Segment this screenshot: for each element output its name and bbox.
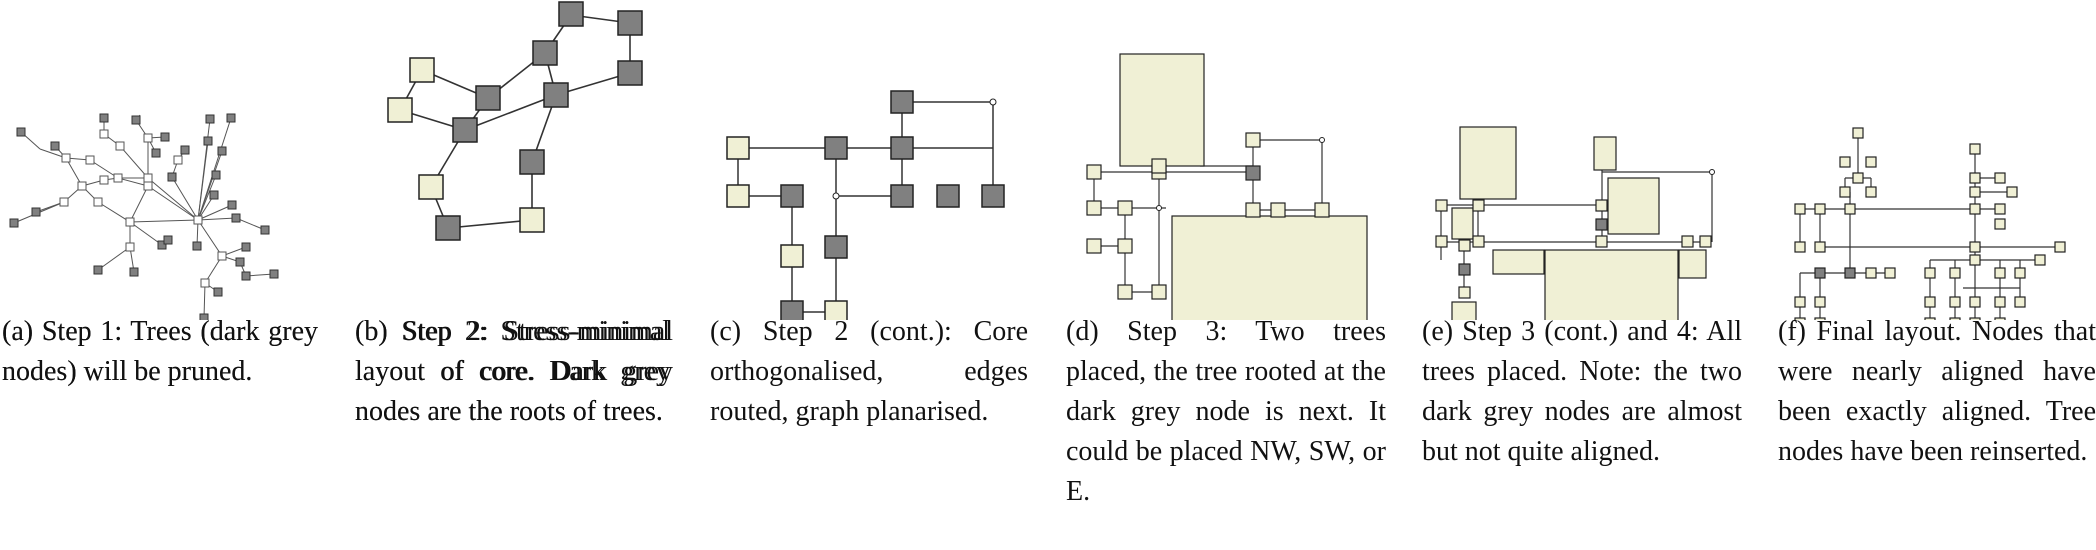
e-box-5: [1678, 249, 1707, 279]
diagram-d-dark: [1245, 165, 1261, 181]
diagram-e-graph: [1435, 126, 1715, 320]
caption-c: (c) Step 2 (cont.): Core orthogonalised,…: [710, 316, 1028, 427]
diagram-b-dark: [435, 1, 643, 241]
diagram-b-graph: [387, 1, 643, 241]
caption-f: (f) Final layout. Nodes that were nearly…: [1778, 316, 2096, 467]
e-box-2: [1607, 177, 1660, 235]
diagram-c-light: [726, 136, 848, 320]
diagram-f-graph: [1794, 127, 2066, 320]
e-box-7: [1451, 207, 1474, 240]
e-box-6: [1451, 301, 1477, 320]
figure: [9, 1, 2066, 320]
caption-d: (d) Step 3: Two trees placed, the tree r…: [1066, 316, 1386, 507]
diagram-a-dark: [9, 113, 279, 320]
diagram-c-graph: [726, 90, 1005, 320]
diagram-b-light: [387, 57, 545, 233]
e-box-3: [1492, 249, 1545, 275]
diagram-d-light: [1086, 132, 1330, 300]
caption-b: (b) Step 2: Stress-minimal layout of cor…: [355, 316, 670, 427]
e-box-1: [1459, 126, 1517, 200]
diagram-e-light: [1435, 136, 1712, 299]
diagram-f-dark: [1814, 267, 1856, 279]
diagram-e-dark: [1458, 218, 1608, 276]
diagram-a-graph: [9, 113, 279, 320]
d-big-box-top: [1119, 53, 1205, 167]
d-big-box-bottom: [1171, 215, 1368, 320]
e-box-4: [1544, 249, 1679, 320]
caption-a: (a) Step 1: Trees (dark grey nodes) will…: [2, 316, 318, 387]
diagram-f-light: [1794, 127, 2066, 320]
diagram-c-dark: [780, 90, 1005, 320]
diagram-d-graph: [1086, 53, 1368, 320]
caption-b: (b) Step 2: Stress-minimal layout of cor…: [355, 316, 673, 427]
caption-e: (e) Step 3 (cont.) and 4: All trees plac…: [1422, 316, 1742, 467]
caption-a: (a) Step 1: Trees (dark grey nodes) will…: [2, 316, 318, 387]
diagram-a-light: [59, 129, 227, 288]
